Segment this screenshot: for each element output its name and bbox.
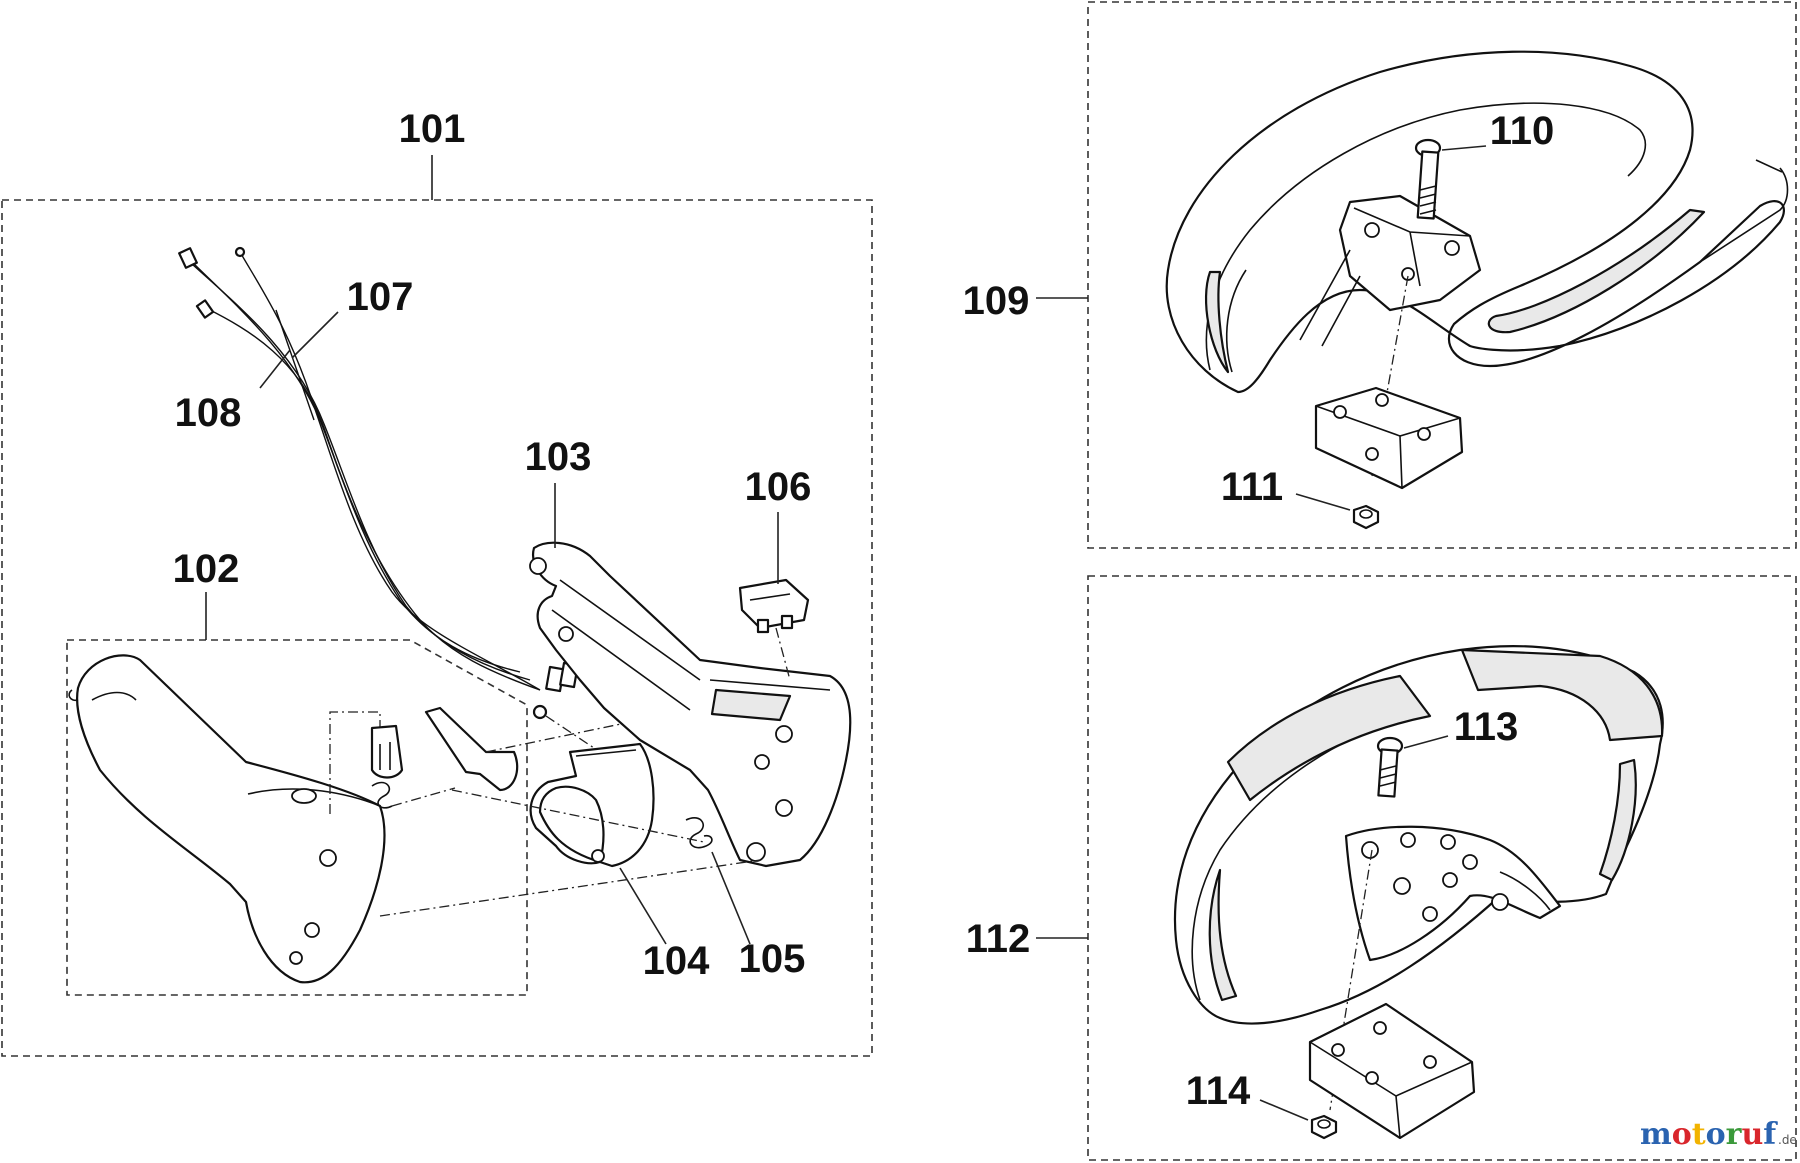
label-109: 109 (963, 279, 1030, 323)
label-103: 103 (525, 435, 592, 479)
trigger-part (529, 742, 655, 868)
watermark-logo: motoruf (1640, 1117, 1778, 1152)
assembly-109-group: 109 110 111 (963, 1, 1797, 549)
assembly-101-group: 101 102 103 104 105 106 107 108 (1, 107, 873, 1057)
watermark: motoruf .de (1640, 1117, 1797, 1152)
switch-part (738, 578, 810, 681)
label-104: 104 (643, 939, 710, 983)
throttle-small-parts (329, 706, 641, 814)
handle-housing-part (529, 541, 852, 868)
bolt-113-part (1376, 735, 1449, 798)
watermark-letter: m (1640, 1117, 1672, 1152)
label-114: 114 (1186, 1069, 1251, 1113)
clamp-111-part (1314, 386, 1464, 490)
assembly-101-frame (1, 199, 873, 1057)
nut-111-part (1295, 493, 1380, 530)
loop-handle-112-part (1173, 645, 1664, 1025)
label-111: 111 (1221, 465, 1283, 509)
nut-114-part (1259, 1099, 1338, 1140)
label-101: 101 (399, 107, 466, 151)
label-112: 112 (966, 917, 1031, 961)
watermark-letter: t (1692, 1117, 1706, 1152)
watermark-letter: u (1741, 1117, 1763, 1152)
wire-harness-part (178, 246, 601, 753)
label-102: 102 (173, 547, 240, 591)
watermark-letter: f (1763, 1117, 1778, 1152)
grip-handle-part (68, 654, 386, 984)
label-107: 107 (347, 275, 414, 319)
subassembly-102-frame (66, 639, 528, 996)
watermark-letter: o (1672, 1117, 1692, 1152)
loop-handle-109-part (1165, 50, 1789, 394)
label-105: 105 (739, 937, 806, 981)
label-110: 110 (1490, 109, 1555, 153)
clamp-114-part (1308, 1002, 1476, 1140)
label-113: 113 (1454, 705, 1519, 749)
assembly-112-group: 112 113 114 (966, 575, 1797, 1161)
label-108: 108 (175, 391, 242, 435)
assembly-109-frame (1087, 1, 1797, 549)
watermark-letter: o (1706, 1117, 1726, 1152)
bolt-110-part (1414, 138, 1487, 220)
watermark-letter: r (1726, 1117, 1743, 1152)
assembly-112-frame (1087, 575, 1797, 1161)
watermark-suffix: .de (1778, 1133, 1797, 1147)
spring-part (685, 817, 713, 849)
label-106: 106 (745, 465, 812, 509)
